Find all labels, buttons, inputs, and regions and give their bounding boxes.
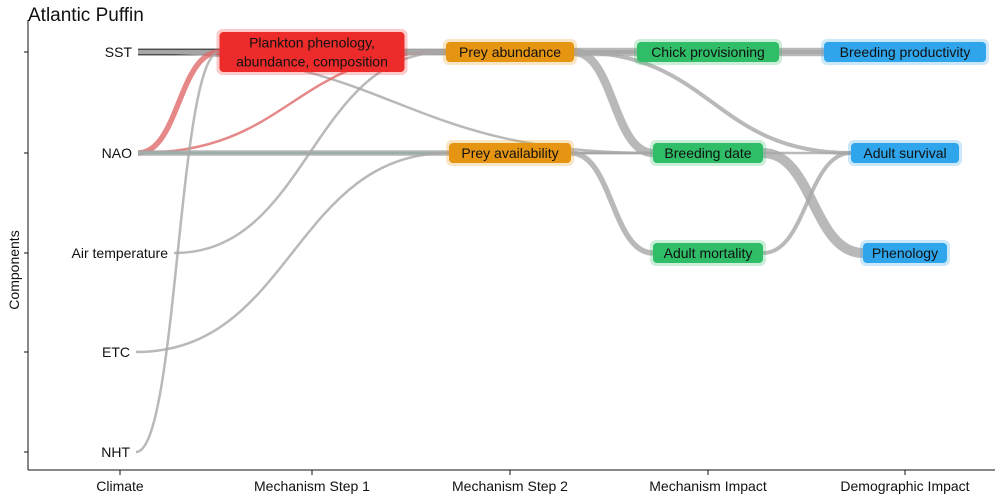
x-tick-label: Mechanism Step 2 — [452, 478, 568, 494]
x-tick-label: Climate — [96, 478, 144, 494]
climate-node-nao: NAO — [102, 145, 132, 161]
node-label-chick: Chick provisioning — [651, 44, 765, 60]
node-box-breed_date — [653, 143, 763, 163]
link-etc-to-prey_av — [135, 151, 450, 354]
node-box-prey_ab — [446, 42, 574, 62]
node-label-adult_surv: Adult survival — [863, 145, 946, 161]
link-prey_ab-to-breed_date — [573, 47, 654, 158]
link-prey_ab-to-adult_surv — [573, 50, 852, 155]
node-label-phenology: Phenology — [872, 245, 938, 261]
axes: Climate Mechanism Step 1 Mechanism Step 2 M… — [24, 20, 995, 494]
climate-node-etc: ETC — [102, 344, 130, 360]
link-nao-to-plankton — [137, 49, 220, 156]
node-label-prey_ab: Prey abundance — [459, 44, 561, 60]
node-label-plankton: Plankton phenology, — [249, 35, 375, 51]
node-box-plankton — [219, 32, 405, 72]
link-prey_av-to-adult_mort — [570, 150, 654, 256]
node-box-prey_av — [449, 143, 571, 163]
link-nht-to-plankton — [135, 50, 220, 454]
node-label-plankton: abundance, composition — [236, 54, 388, 70]
climate-node-nht: NHT — [101, 444, 130, 460]
link-adult_mort-to-adult_surv — [762, 151, 852, 255]
node-label-breed_date: Breeding date — [664, 145, 751, 161]
x-tick-label: Demographic Impact — [840, 478, 969, 494]
node-box-adult_surv — [851, 143, 959, 163]
climate-node-sst: SST — [105, 44, 133, 60]
link-breed_date-to-phenology — [762, 148, 864, 258]
x-tick-label: Mechanism Impact — [649, 478, 767, 494]
figure-title: Atlantic Puffin — [28, 5, 144, 26]
node-label-breed_prod: Breeding productivity — [840, 44, 971, 60]
node-label-adult_mort: Adult mortality — [664, 245, 753, 261]
node-box-phenology — [863, 243, 947, 263]
node-box-chick — [637, 42, 779, 62]
node-box-adult_mort — [653, 243, 763, 263]
climate-node-air: Air temperature — [72, 245, 169, 261]
x-tick-label: Mechanism Step 1 — [254, 478, 370, 494]
node-label-prey_av: Prey availability — [461, 145, 558, 161]
node-box-breed_prod — [824, 42, 986, 62]
